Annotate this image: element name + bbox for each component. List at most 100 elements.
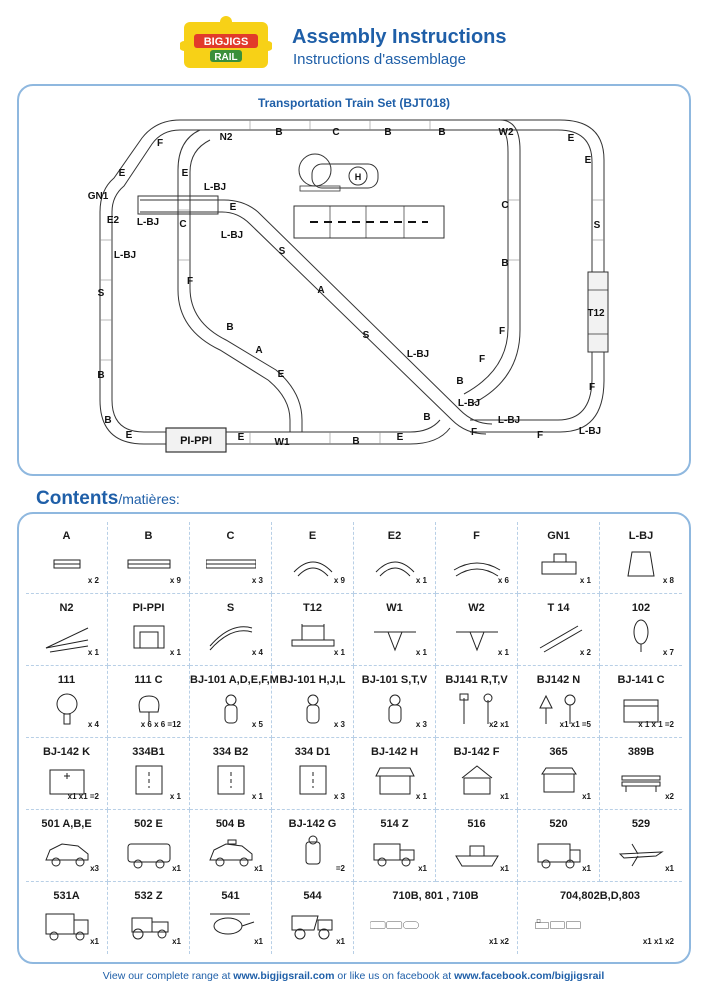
contents-item: BJ142 N x1 x1 =5 — [518, 666, 600, 738]
track-label: L-BJ — [458, 398, 480, 409]
item-quantity: x 2 — [579, 648, 591, 657]
track-label: L-BJ — [407, 349, 429, 360]
track-straight-icon — [127, 559, 171, 569]
figure-icon — [388, 694, 402, 724]
track-straight-long-icon — [206, 559, 256, 569]
item-quantity: x1 x2 — [488, 937, 509, 946]
track-label: T12 — [587, 308, 605, 319]
item-code: 531A — [53, 890, 80, 902]
item-code: 111 — [57, 674, 76, 686]
item-code: T 14 — [547, 602, 570, 614]
item-quantity: x 8 — [662, 576, 674, 585]
item-code: 501 A,B,E — [41, 818, 92, 830]
track-label: F — [471, 427, 477, 438]
item-code: 334 B2 — [212, 746, 249, 758]
house-icon — [461, 765, 493, 795]
track-label: F — [157, 138, 163, 149]
track-label: E — [230, 202, 237, 213]
car-icon — [45, 843, 89, 867]
track-label: B — [501, 258, 508, 269]
item-quantity: =2 — [335, 864, 345, 873]
footer-text-1: View our complete range at — [102, 970, 234, 982]
track-switch-icon — [45, 627, 89, 653]
item-quantity: x2 x1 — [488, 720, 509, 729]
item-quantity: x1 x1 x2 — [642, 937, 674, 946]
item-code: S — [226, 602, 235, 614]
track-curve-long-icon — [453, 562, 501, 577]
tree-round-icon — [56, 693, 78, 725]
track-label: W1 — [275, 437, 290, 448]
track-label: L-BJ — [137, 217, 159, 228]
item-quantity: x 3 — [415, 720, 427, 729]
facebook-link[interactable]: www.facebook.com/bigjigsrail — [454, 970, 605, 982]
contents-item: T 14 x 2 — [518, 594, 600, 666]
track-label: S — [279, 246, 286, 257]
item-quantity: x 3 — [333, 792, 345, 801]
item-code: BJ-142 K — [42, 746, 91, 758]
contents-item: 502 E x1 — [108, 810, 190, 882]
logo-line-2: RAIL — [214, 52, 237, 63]
contents-heading: Contents/matières: — [36, 488, 180, 510]
website-link[interactable]: www.bigjigsrail.com — [233, 970, 335, 982]
tree-tall-icon — [633, 619, 649, 652]
figure-icon — [306, 694, 320, 724]
track-label: F — [187, 276, 193, 287]
track-label: E — [119, 168, 126, 179]
item-code: 502 E — [134, 818, 163, 830]
contents-heading-en: Contents — [36, 488, 119, 509]
airplane-icon — [618, 843, 664, 867]
track-label: B — [423, 412, 430, 423]
track-label: B — [384, 127, 391, 138]
item-quantity: x1 x1 =5 — [559, 720, 591, 729]
track-label: B — [97, 370, 104, 381]
item-quantity: x 1 — [415, 576, 427, 585]
hospital-icon — [49, 769, 85, 795]
steam-train-icon — [535, 919, 581, 929]
item-quantity: x1 — [582, 864, 591, 873]
item-quantity: x 1 — [579, 576, 591, 585]
helicopter-icon — [210, 913, 255, 935]
item-code: BJ142 N — [536, 674, 581, 686]
contents-item: 710B, 801 , 710B x1 x2 — [354, 882, 518, 954]
road-segments — [293, 205, 445, 239]
item-quantity: x 3 — [251, 576, 263, 585]
track-layout-panel: Transportation Train Set (BJT018) — [17, 84, 691, 476]
track-label: E — [238, 432, 245, 443]
item-quantity: x1 — [90, 937, 99, 946]
page-title: Assembly Instructions — [292, 26, 507, 48]
item-quantity: x1 — [172, 864, 181, 873]
tree-leafy-icon — [138, 695, 160, 722]
item-code: 532 Z — [134, 890, 163, 902]
buffer-stop-icon — [541, 553, 577, 575]
item-quantity: x 1 — [415, 648, 427, 657]
item-quantity: x 1 — [87, 648, 99, 657]
item-quantity: x1 — [665, 864, 674, 873]
road-tile-icon — [217, 765, 245, 795]
connector-block-icon — [627, 551, 655, 577]
item-code: 710B, 801 , 710B — [392, 890, 479, 902]
item-quantity: x 6 — [497, 576, 509, 585]
item-quantity: x 4 — [251, 648, 263, 657]
track-label: B — [352, 436, 359, 447]
item-quantity: x1 — [500, 864, 509, 873]
kiosk-icon — [541, 767, 577, 793]
track-label: A — [317, 285, 324, 296]
track-label: W2 — [499, 127, 514, 138]
track-label: L-BJ — [579, 426, 601, 437]
passenger-train-icon — [370, 921, 419, 929]
